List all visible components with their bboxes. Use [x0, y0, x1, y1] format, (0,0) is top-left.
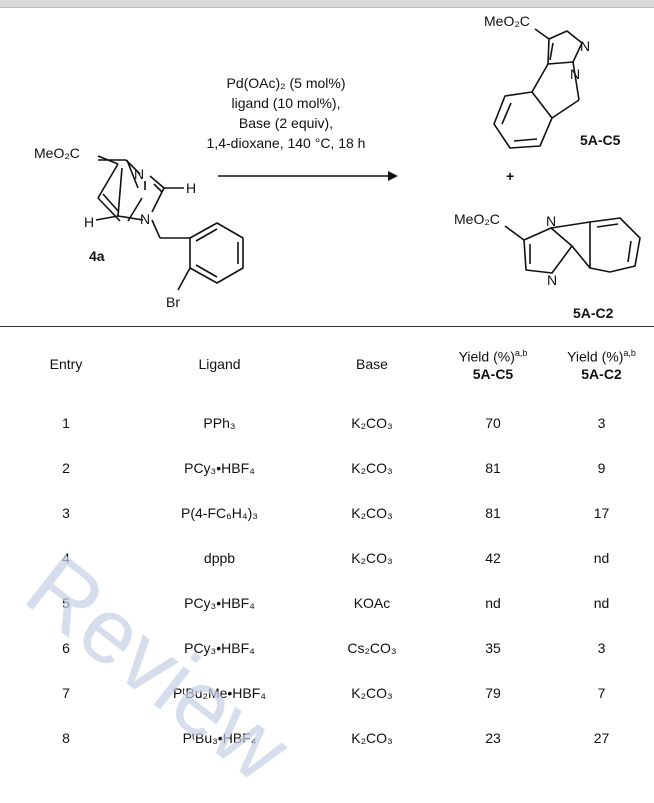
header-yield-footnote: a,b: [514, 347, 528, 358]
cell-base: K₂CO₃: [351, 504, 393, 521]
cell-ligand: PCy₃•HBF₄: [184, 459, 255, 476]
cell-entry: 8: [62, 729, 70, 746]
cell-yield-5A-C2: 27: [593, 729, 610, 746]
table-row: 4 dppb K₂CO₃ 42 nd: [0, 535, 654, 580]
reaction-conditions: Pd(OAc)₂ (5 mol%) ligand (10 mol%), Base…: [196, 73, 376, 153]
cell-yield-5A-C5: 70: [485, 414, 501, 431]
cell-base: K₂CO₃: [351, 729, 393, 746]
header-yield-5A-C5: Yield (%)a,b 5A-C5: [437, 327, 549, 400]
table-row: 1 PPh₃ K₂CO₃ 70 3: [0, 400, 654, 445]
cell-yield-5A-C5: 23: [485, 729, 501, 746]
product1-n2-label: N: [570, 66, 581, 82]
cell-base: K₂CO₃: [351, 459, 393, 476]
header-yield-compound: 5A-C5: [472, 366, 514, 383]
table-row: 3 P(4-FC₆H₄)₃ K₂CO₃ 81 17: [0, 490, 654, 535]
table-row: 6 PCy₃•HBF₄ Cs₂CO₃ 35 3: [0, 625, 654, 670]
imidazole-bonds-4a: [95, 159, 190, 239]
bromobenzene-ring-4a: [177, 222, 244, 291]
compound-label-5A-C5: 5A-C5: [580, 132, 621, 148]
product-5A-C5-structure: [493, 28, 583, 149]
condition-line: 1,4-dioxane, 140 °C, 18 h: [206, 135, 366, 151]
cell-yield-5A-C2: nd: [593, 549, 610, 566]
cell-entry: 2: [62, 459, 70, 476]
cell-entry: 4: [62, 549, 70, 566]
cell-yield-5A-C2: 9: [597, 459, 606, 476]
cell-base: Cs₂CO₃: [347, 639, 397, 656]
cell-yield-5A-C5: 42: [485, 549, 501, 566]
cell-ligand: dppb: [203, 549, 236, 566]
start-h1-label: H: [186, 180, 197, 196]
header-base: Base: [356, 355, 388, 372]
product2-n1-label: N: [546, 213, 557, 229]
product2-n2-label: N: [547, 272, 558, 288]
cell-ligand: PᵗBu₂Me•HBF₄: [172, 684, 267, 701]
header-ligand: Ligand: [198, 355, 241, 372]
cell-yield-5A-C2: 7: [597, 684, 606, 701]
cell-ligand: PPh₃: [203, 414, 236, 431]
cell-base: K₂CO₃: [351, 414, 393, 431]
condition-line: Pd(OAc)₂ (5 mol%): [226, 75, 346, 91]
cell-base: K₂CO₃: [351, 549, 393, 566]
start-br-label: Br: [166, 294, 180, 310]
header-yield-text: Yield (%): [567, 348, 624, 365]
product-5A-C2-structure: [504, 217, 641, 274]
table-top-rule: [0, 326, 654, 327]
cell-ligand: PᵗBu₃•HBF₄: [182, 729, 257, 746]
header-entry: Entry: [49, 355, 83, 372]
cell-yield-5A-C2: 3: [597, 639, 606, 656]
product1-n1-label: N: [580, 38, 591, 54]
cell-yield-5A-C5: 81: [485, 459, 501, 476]
cell-yield-5A-C5: nd: [485, 594, 501, 611]
start-ester-label: MeO₂C: [34, 145, 80, 161]
table-row: 7 PᵗBu₂Me•HBF₄ K₂CO₃ 79 7: [0, 670, 654, 715]
cell-base: KOAc: [353, 594, 391, 611]
cell-yield-5A-C5: 79: [485, 684, 501, 701]
cell-ligand: PCy₃•HBF₄: [184, 594, 255, 611]
cell-ligand: PCy₃•HBF₄: [184, 639, 255, 656]
cell-base: K₂CO₃: [351, 684, 393, 701]
cell-yield-5A-C2: nd: [593, 594, 610, 611]
condition-line: Base (2 equiv),: [238, 115, 334, 131]
product2-ester-label: MeO₂C: [454, 211, 500, 227]
cell-entry: 1: [62, 414, 70, 431]
start-n1-label: N: [134, 166, 145, 182]
table-row: 5 PCy₃•HBF₄ KOAc nd nd: [0, 580, 654, 625]
table-row: 2 PCy₃•HBF₄ K₂CO₃ 81 9: [0, 445, 654, 490]
top-bar: [0, 0, 654, 8]
condition-line: ligand (10 mol%),: [231, 95, 341, 111]
table-header-row: Entry Ligand Base Yield (%)a,b 5A-C5 Yie…: [0, 327, 654, 400]
cell-entry: 3: [62, 504, 70, 521]
reaction-scheme: MeO₂C N H H N 4a Br Pd(OAc)₂ (5 mol%) li…: [0, 8, 654, 326]
cell-yield-5A-C5: 35: [485, 639, 501, 656]
structures-drawing: [95, 28, 641, 291]
start-h2-label: H: [84, 214, 95, 230]
cell-yield-5A-C2: 17: [593, 504, 610, 521]
header-yield-compound: 5A-C2: [581, 366, 622, 383]
cell-entry: 5: [62, 594, 70, 611]
start-n2-label: N: [140, 211, 151, 227]
header-yield-text: Yield (%): [458, 348, 515, 365]
results-table: Entry Ligand Base Yield (%)a,b 5A-C5 Yie…: [0, 327, 654, 760]
cell-ligand: P(4-FC₆H₄)₃: [181, 504, 258, 521]
cell-entry: 7: [62, 684, 70, 701]
product1-ester-label: MeO₂C: [484, 13, 530, 29]
cell-yield-5A-C5: 81: [485, 504, 501, 521]
plus-sign: +: [506, 168, 515, 184]
cell-entry: 6: [62, 639, 70, 656]
compound-label-4a: 4a: [89, 248, 105, 264]
header-yield-footnote: a,b: [623, 347, 636, 358]
cell-yield-5A-C2: 3: [597, 414, 606, 431]
header-yield-5A-C2: Yield (%)a,b 5A-C2: [549, 327, 654, 400]
compound-label-5A-C2: 5A-C2: [573, 305, 614, 321]
table-row: 8 PᵗBu₃•HBF₄ K₂CO₃ 23 27: [0, 715, 654, 760]
